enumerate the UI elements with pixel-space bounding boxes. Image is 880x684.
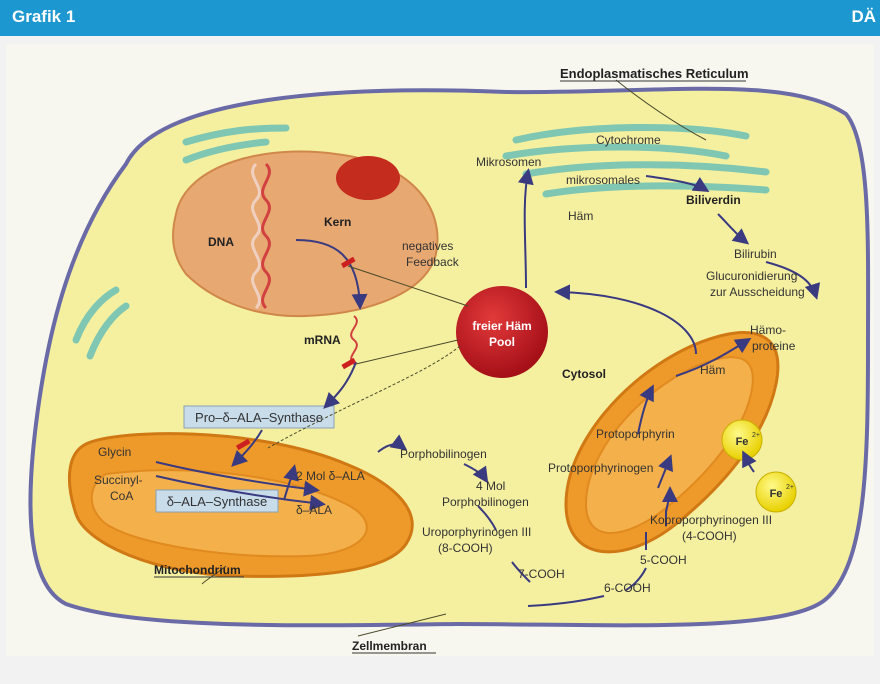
label-koproporphyrinogen-2: (4-COOH) [682, 529, 737, 543]
svg-text:2+: 2+ [752, 432, 760, 439]
label-protoporphyrin: Protoporphyrin [596, 427, 675, 441]
label-uroporphyrinogen-2: (8-COOH) [438, 541, 493, 555]
label-pool-2: Pool [489, 335, 515, 349]
pathway-arrows [155, 168, 821, 607]
svg-text:Fe: Fe [770, 488, 783, 500]
fe-ion-2: Fe 2+ [755, 471, 797, 513]
label-pro-ala-synthase: Pro–δ–ALA–Synthase [195, 410, 323, 425]
heme-pool [456, 286, 548, 378]
publisher-brand: DÄ [851, 7, 876, 26]
label-four-mol-1: 4 Mol [476, 479, 505, 493]
label-neg-feedback-2: Feedback [406, 255, 460, 269]
heme-biosynthesis-diagram: Fe 2+ Fe 2+ [28, 66, 871, 654]
label-two-mol-ala: 2 Mol δ–ALA [296, 469, 365, 483]
figure-title: Grafik 1 [12, 7, 76, 26]
label-uroporphyrinogen-1: Uroporphyrinogen III [422, 525, 531, 539]
label-pool-1: freier Häm [472, 319, 531, 333]
label-haemoproteine-1: Hämo- [750, 323, 786, 337]
nucleolus [336, 156, 400, 200]
label-zellmembran: Zellmembran [352, 639, 427, 653]
label-dna: DNA [208, 235, 234, 249]
label-bilirubin: Bilirubin [734, 247, 777, 261]
label-kern: Kern [324, 215, 351, 229]
mrna-icon [350, 315, 358, 365]
label-cytosol: Cytosol [562, 367, 606, 381]
label-neg-feedback-1: negatives [402, 239, 453, 253]
label-seven-cooh: 7-COOH [518, 567, 565, 581]
label-haemoproteine-2: proteine [752, 339, 796, 353]
dna-helix-icon [261, 162, 271, 310]
label-four-mol-2: Porphobilinogen [442, 495, 529, 509]
label-five-cooh: 5-COOH [640, 553, 687, 567]
label-ala: δ–ALA [296, 503, 332, 517]
label-glucuronidierung-2: zur Ausscheidung [710, 285, 805, 299]
label-porphobilinogen: Porphobilinogen [400, 447, 487, 461]
label-glucuronidierung-1: Glucuronidierung [706, 269, 797, 283]
label-mikrosomales: mikrosomales [566, 173, 640, 187]
er-title: Endoplasmatisches Reticulum [560, 66, 749, 81]
label-koproporphyrinogen-1: Koproporphyrinogen III [650, 513, 772, 527]
label-glycin: Glycin [98, 445, 131, 459]
label-succinyl-1: Succinyl- [94, 473, 143, 487]
label-ala-synthase: δ–ALA–Synthase [167, 494, 267, 509]
endoplasmic-reticulum [72, 123, 770, 360]
label-haem-mito: Häm [700, 363, 725, 377]
figure-panel: Fe 2+ Fe 2+ [6, 44, 874, 656]
svg-text:Fe: Fe [736, 436, 749, 448]
label-biliverdin: Biliverdin [686, 193, 741, 207]
label-mikrosomen: Mikrosomen [476, 155, 541, 169]
label-haem-er: Häm [568, 209, 593, 223]
label-succinyl-2: CoA [110, 489, 133, 503]
fe-ion-1: Fe 2+ [721, 419, 763, 461]
label-six-cooh: 6-COOH [604, 581, 651, 595]
header-bar: Grafik 1 DÄ [0, 0, 880, 36]
label-mitochondrium: Mitochondrium [154, 563, 241, 577]
label-mrna: mRNA [304, 333, 341, 347]
ala-synthase-box [155, 489, 279, 513]
svg-text:2+: 2+ [786, 484, 794, 491]
label-cytochrome: Cytochrome [596, 133, 661, 147]
label-protoporphyrinogen: Protoporphyrinogen [548, 461, 653, 475]
pro-ala-synthase-box [183, 405, 335, 429]
